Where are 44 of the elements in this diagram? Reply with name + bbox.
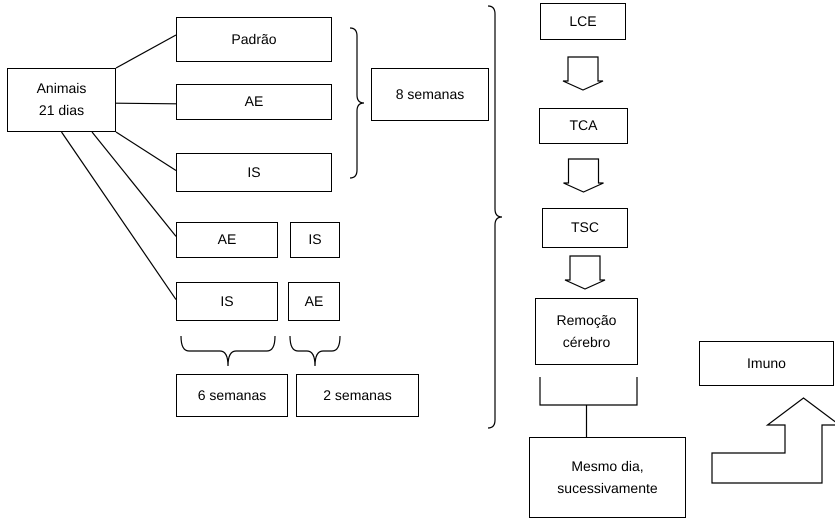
- process-box: [540, 3, 626, 40]
- box-label: IS: [307, 230, 323, 250]
- process-box: [296, 374, 419, 417]
- block-arrow: [564, 255, 606, 290]
- box-label: TCA: [568, 116, 598, 136]
- process-box: [176, 282, 278, 321]
- process-box: [288, 282, 340, 321]
- box-label: IS: [246, 162, 262, 182]
- box-label: 8 semanas: [394, 84, 466, 104]
- connector-line: [116, 102, 176, 104]
- box-label: Padrão: [230, 30, 278, 49]
- process-box: [176, 153, 332, 192]
- box-label: AE: [216, 230, 238, 250]
- process-box: [371, 68, 489, 121]
- box-label: IS: [219, 292, 235, 311]
- box-label: TSC: [570, 218, 600, 238]
- process-box: [176, 17, 332, 62]
- process-box: [535, 298, 638, 365]
- process-box: [542, 208, 628, 248]
- box-label: Imuno: [746, 354, 787, 373]
- connector-line: [61, 132, 176, 300]
- block-arrow: [562, 158, 604, 193]
- block-arrow: [562, 56, 604, 91]
- box-label: Mesmo dia, sucessivamente: [556, 456, 659, 498]
- box-label: 2 semanas: [322, 386, 393, 405]
- box-label: AE: [244, 92, 264, 112]
- connector-line: [92, 132, 176, 237]
- process-box: [176, 84, 332, 120]
- connector-line: [116, 34, 176, 69]
- box-label: Animais 21 dias: [36, 79, 88, 120]
- box-label: Remoção cérebro: [556, 310, 618, 352]
- connector-line: [116, 132, 176, 172]
- process-box: [7, 68, 116, 132]
- bracket-connector: [539, 376, 638, 438]
- process-box: [290, 222, 340, 258]
- bent-block-arrow: [711, 397, 835, 484]
- box-label: AE: [304, 292, 324, 311]
- process-box: [699, 341, 834, 386]
- box-label: LCE: [568, 12, 598, 31]
- box-label: 6 semanas: [196, 386, 268, 405]
- process-box: [176, 374, 288, 417]
- process-box: [539, 108, 628, 144]
- process-box: [176, 222, 278, 258]
- process-box: [529, 437, 686, 518]
